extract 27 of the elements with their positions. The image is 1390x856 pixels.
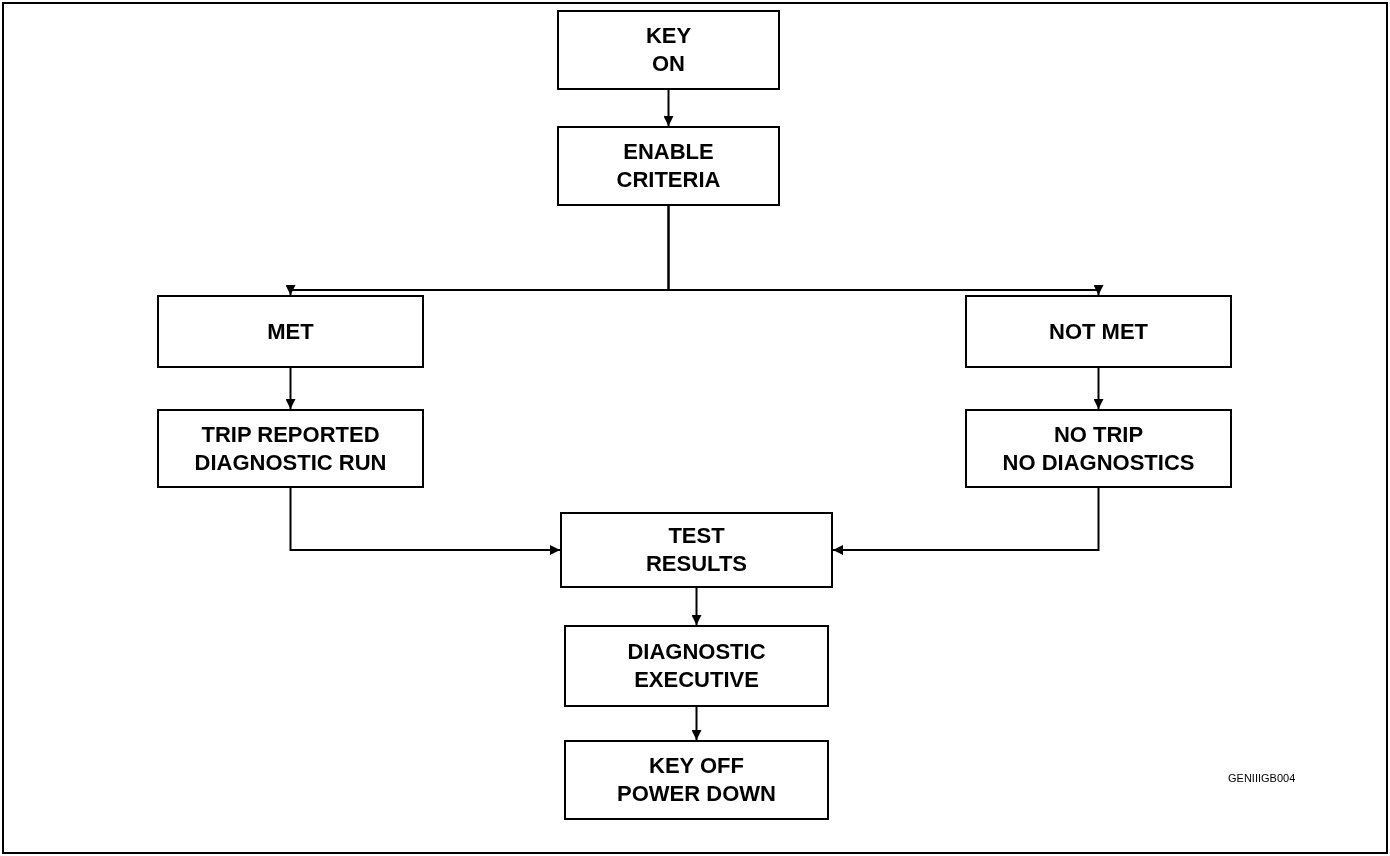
box-label: NOT MET: [1049, 317, 1148, 346]
process-box: [564, 740, 829, 820]
box-label: DIAGNOSTIC EXECUTIVE: [627, 638, 766, 694]
process-box: [560, 512, 833, 588]
process-box: [557, 10, 780, 90]
box-label: NO TRIP NO DIAGNOSTICS: [1002, 420, 1195, 477]
process-box: [157, 295, 424, 368]
box-label: KEY ON: [645, 22, 692, 78]
arrow: [691, 587, 702, 626]
box-label: TRIP REPORTED DIAGNOSTIC RUN: [194, 420, 387, 477]
box-label: MET: [267, 317, 314, 346]
arrow: [667, 205, 1104, 296]
arrow: [285, 367, 296, 410]
box-label: ENABLE CRITERIA: [616, 138, 721, 194]
process-box: [564, 625, 829, 707]
arrow: [663, 89, 674, 127]
process-box: [157, 409, 424, 488]
process-box: [557, 126, 780, 206]
arrow: [289, 487, 561, 555]
process-box: [965, 295, 1232, 368]
process-box: [965, 409, 1232, 488]
box-label: TEST RESULTS: [645, 522, 747, 578]
arrow: [691, 706, 702, 741]
arrow: [832, 487, 1100, 555]
figure-code: GENIIIGB004: [1228, 772, 1296, 784]
box-label: KEY OFF POWER DOWN: [617, 752, 776, 808]
arrow: [1093, 367, 1104, 410]
